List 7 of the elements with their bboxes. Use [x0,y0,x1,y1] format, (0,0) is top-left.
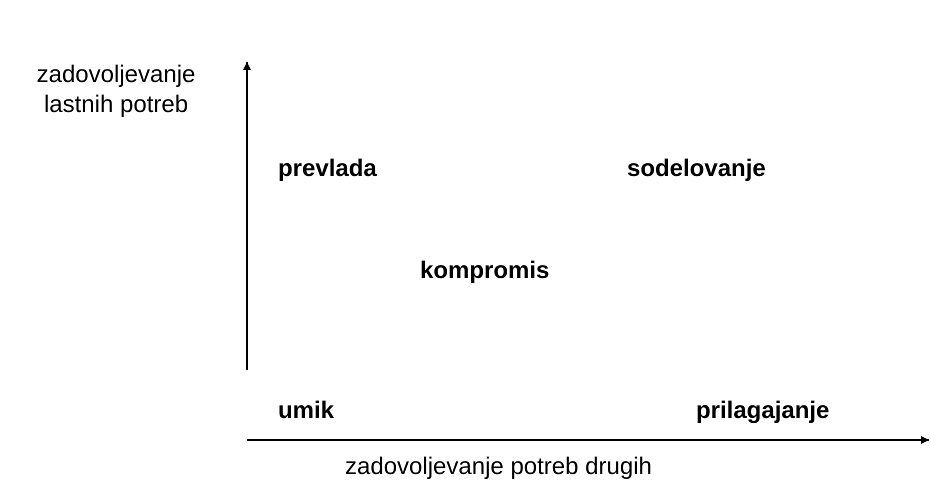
quadrant-label: prilagajanje [696,396,830,426]
axis-title: zadovoljevanje lastnih potreb [36,60,196,120]
quadrant-label: kompromis [420,256,550,286]
axis-title: zadovoljevanje potreb drugih [345,452,652,482]
quadrant-label: prevlada [278,154,377,184]
quadrant-label: umik [278,396,334,426]
quadrant-label: sodelovanje [627,154,766,184]
